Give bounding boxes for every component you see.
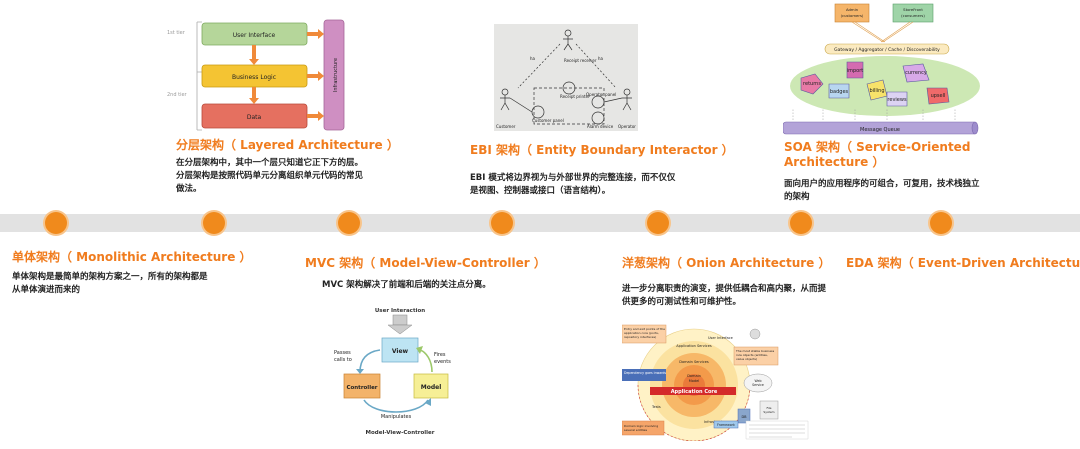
svg-text:returns: returns — [803, 81, 821, 87]
svg-text:Model: Model — [689, 379, 700, 383]
svg-text:Dependency goes inwards: Dependency goes inwards — [624, 371, 666, 375]
svg-text:several entities: several entities — [624, 428, 648, 432]
svg-text:rule objects (entities,: rule objects (entities, — [736, 353, 768, 357]
svg-text:Passes: Passes — [334, 350, 351, 356]
timeline-dot-ebi — [491, 212, 513, 234]
svg-text:Operator: Operator — [618, 124, 636, 129]
svg-text:ha: ha — [530, 56, 536, 61]
svg-text:Service: Service — [752, 383, 764, 387]
svg-text:Model: Model — [421, 384, 442, 391]
svg-text:User Interface: User Interface — [233, 32, 276, 39]
svg-text:ha: ha — [598, 56, 604, 61]
soa-diagram: Admin (customers) StoreFront (consumers)… — [783, 0, 981, 138]
svg-text:StoreFront: StoreFront — [903, 7, 923, 12]
svg-text:Receipt printer: Receipt printer — [560, 94, 590, 99]
svg-text:DB: DB — [741, 415, 747, 419]
svg-text:application core (ports,: application core (ports, — [624, 331, 659, 335]
svg-text:1st tier: 1st tier — [167, 30, 186, 36]
svg-text:billing: billing — [869, 88, 884, 94]
svg-text:events: events — [434, 359, 451, 365]
svg-text:reviews: reviews — [887, 97, 907, 103]
svg-text:Data: Data — [247, 114, 262, 121]
mvc-desc: MVC 架构解决了前端和后端的关注点分离。 — [322, 280, 491, 290]
svg-text:import: import — [847, 68, 864, 74]
mvc-diagram: User Interaction View Controller Model P… — [330, 306, 470, 442]
layered-architecture-diagram: 1st tier 2nd tier User Interface Busines… — [165, 14, 350, 132]
timeline-dot-monolithic — [45, 212, 67, 234]
monolithic-desc: 单体架构是最简单的架构方案之一，所有的架构都是从单体演进而来的 — [12, 272, 208, 295]
svg-text:Admin: Admin — [846, 7, 859, 12]
svg-text:upsell: upsell — [931, 93, 946, 99]
svg-text:(customers): (customers) — [841, 13, 864, 18]
svg-text:The most stable business: The most stable business — [735, 349, 775, 353]
svg-text:Domain Services: Domain Services — [679, 360, 709, 364]
svg-text:(consumers): (consumers) — [901, 13, 925, 18]
svg-text:Application Services: Application Services — [676, 344, 712, 348]
svg-text:Fires: Fires — [434, 352, 446, 358]
svg-text:Entry and exit points of the: Entry and exit points of the — [624, 327, 665, 331]
svg-text:Web: Web — [755, 379, 762, 383]
timeline-dot-mvc — [338, 212, 360, 234]
svg-text:value objects): value objects) — [736, 357, 757, 361]
soa-desc: 面向用户的应用程序的可组合，可复用，技术栈独立的架构 — [784, 179, 980, 202]
ebi-diagram: Receipt receiver Receipt printer Custome… — [494, 24, 638, 131]
svg-text:Receipt receiver: Receipt receiver — [564, 58, 597, 63]
svg-text:currency: currency — [905, 70, 927, 76]
ebi-title: EBI 架构（ Entity Boundary Interactor ） — [470, 143, 734, 157]
ebi-desc: EBI 模式将边界视为与外部世界的完整连接，而不仅仅是视图、控制器或接口（语言结… — [470, 173, 676, 196]
layered-desc: 在分层架构中，其中一个层只知道它正下方的层。分层架构是按照代码单元分离组织单元代… — [176, 158, 364, 194]
eda-title: EDA 架构（ Event-Driven Architecture ） — [846, 256, 1080, 270]
svg-text:Manipulates: Manipulates — [381, 414, 412, 420]
svg-text:Controller: Controller — [346, 385, 377, 391]
timeline-band — [0, 214, 1080, 232]
onion-title: 洋葱架构（ Onion Architecture ） — [622, 256, 831, 270]
soa-title: SOA 架构（ Service-Oriented Architecture ） — [784, 140, 971, 169]
svg-text:Application Core: Application Core — [671, 389, 718, 395]
svg-text:Domain: Domain — [687, 374, 701, 378]
mvc-title: MVC 架构（ Model-View-Controller ） — [305, 256, 546, 270]
onion-desc: 进一步分离职责的演变，提供低耦合和高内聚，从而提供更多的可测试性和可维护性。 — [622, 284, 827, 307]
svg-text:Message Queue: Message Queue — [860, 127, 900, 133]
svg-text:2nd tier: 2nd tier — [167, 92, 188, 98]
svg-text:Business Logic: Business Logic — [232, 74, 276, 81]
svg-text:Model-View-Controller: Model-View-Controller — [366, 430, 435, 436]
svg-text:User Interface: User Interface — [708, 336, 733, 340]
timeline-dot-eda — [930, 212, 952, 234]
svg-text:Domain logic involving: Domain logic involving — [624, 424, 658, 428]
svg-text:Framework: Framework — [717, 423, 735, 427]
svg-text:Gateway / Aggregator / Cache /: Gateway / Aggregator / Cache / Discovera… — [834, 47, 940, 53]
svg-text:System: System — [763, 410, 774, 414]
timeline-dot-soa — [790, 212, 812, 234]
onion-diagram: Application Core Domain Model Domain Ser… — [622, 321, 812, 441]
svg-text:Tests: Tests — [651, 405, 661, 409]
timeline-dot-layered — [203, 212, 225, 234]
timeline-dot-onion — [647, 212, 669, 234]
svg-text:Infrastructure: Infrastructure — [333, 58, 339, 92]
monolithic-title: 单体架构（ Monolithic Architecture ） — [12, 250, 252, 264]
svg-text:Operator panel: Operator panel — [586, 92, 616, 97]
layered-title: 分层架构（ Layered Architecture ） — [176, 138, 399, 152]
svg-text:Customer panel: Customer panel — [532, 118, 564, 123]
svg-text:View: View — [392, 348, 409, 355]
svg-text:repository interfaces): repository interfaces) — [624, 335, 656, 339]
svg-text:User Interaction: User Interaction — [375, 308, 425, 314]
svg-text:Alarm device: Alarm device — [587, 124, 614, 129]
svg-text:File: File — [766, 406, 771, 410]
svg-text:calls to: calls to — [334, 357, 352, 363]
svg-text:Customer: Customer — [496, 124, 516, 129]
svg-text:badges: badges — [830, 89, 849, 95]
